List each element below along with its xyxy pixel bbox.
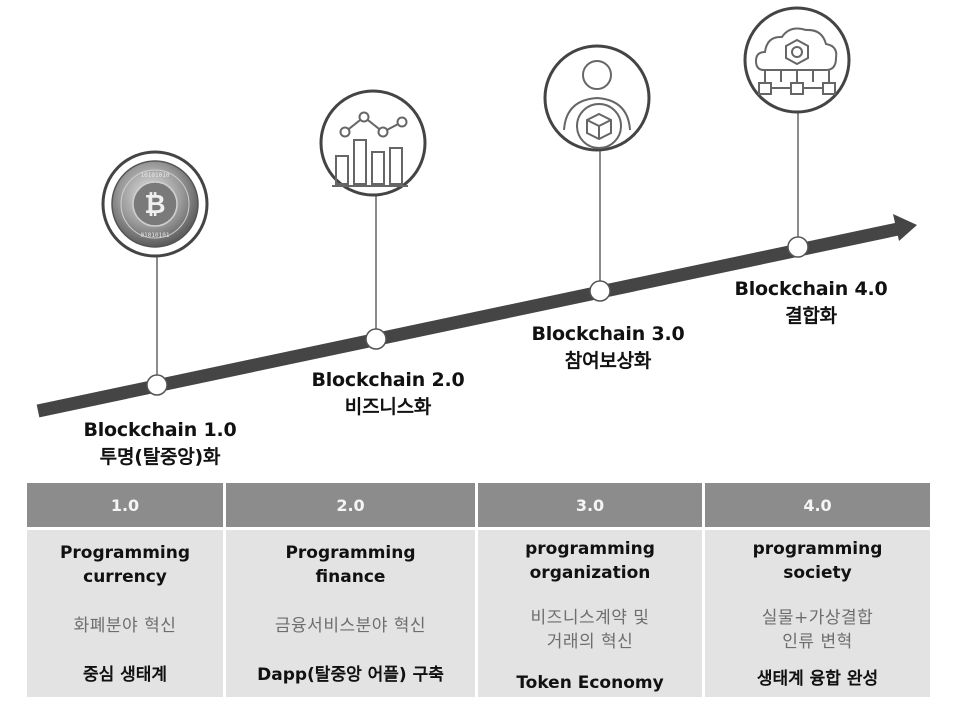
- stage-4-marker: [743, 6, 851, 258]
- column-header: 3.0: [478, 483, 702, 530]
- comparison-table: 1.0 Programming currency 화폐분야 혁신 중심 생태계 …: [27, 483, 930, 697]
- bitcoin-coin-icon: ₿ 10101010 01010101: [111, 160, 199, 248]
- stage-2-marker: [319, 89, 427, 350]
- svg-text:₿: ₿: [144, 190, 165, 220]
- column-title: Programming finance: [285, 543, 416, 587]
- table-column-4: 4.0 programming society 실물+가상결합 인류 변혁 생태…: [705, 483, 930, 697]
- column-header: 2.0: [226, 483, 475, 530]
- column-outcome: Dapp(탈중앙 어플) 구축: [257, 665, 444, 685]
- column-header: 4.0: [705, 483, 930, 530]
- column-area: 화폐분야 혁신: [73, 616, 177, 636]
- column-title: programming society: [752, 539, 883, 583]
- column-area: 금융서비스분야 혁신: [274, 616, 427, 636]
- stage-3-label: Blockchain 3.0 참여보상화: [503, 321, 713, 375]
- stage-4-title: Blockchain 4.0: [734, 278, 888, 300]
- stage-3-title: Blockchain 3.0: [531, 323, 685, 345]
- timeline-diagram: ₿ 10101010 01010101: [36, 6, 917, 418]
- table-column-3: 3.0 programming organization 비즈니스계약 및 거래…: [478, 483, 705, 697]
- stage-1-subtitle: 투명(탈중앙)화: [99, 446, 221, 468]
- bar-chart-icon: [332, 111, 408, 187]
- stage-2-title: Blockchain 2.0: [311, 369, 465, 391]
- column-title: programming organization: [525, 539, 655, 583]
- stage-2-label: Blockchain 2.0 비즈니스화: [283, 367, 493, 421]
- stage-1-title: Blockchain 1.0: [83, 419, 237, 441]
- stage-3-subtitle: 참여보상화: [564, 350, 652, 372]
- stage-1-label: Blockchain 1.0 투명(탈중앙)화: [55, 417, 265, 471]
- cloud-network-icon: [754, 27, 838, 95]
- coin-bits-bottom: 01010101: [141, 232, 170, 239]
- stage-4-subtitle: 결합화: [785, 305, 837, 327]
- column-area: 비즈니스계약 및 거래의 혁신: [530, 608, 650, 652]
- table-column-2: 2.0 Programming finance 금융서비스분야 혁신 Dapp(…: [226, 483, 478, 697]
- column-header: 1.0: [27, 483, 223, 530]
- person-cube-icon: [563, 60, 631, 149]
- column-area: 실물+가상결합 인류 변혁: [761, 608, 874, 652]
- column-outcome: Token Economy: [516, 673, 664, 693]
- table-column-1: 1.0 Programming currency 화폐분야 혁신 중심 생태계: [27, 483, 226, 697]
- coin-bits-top: 10101010: [141, 172, 170, 179]
- stage-4-label: Blockchain 4.0 결합화: [706, 276, 916, 330]
- column-outcome: 중심 생태계: [82, 665, 168, 685]
- column-title: Programming currency: [59, 543, 191, 587]
- stage-2-subtitle: 비즈니스화: [344, 396, 432, 418]
- column-outcome: 생태계 융합 완성: [756, 669, 879, 689]
- timeline-arrow: [36, 214, 917, 418]
